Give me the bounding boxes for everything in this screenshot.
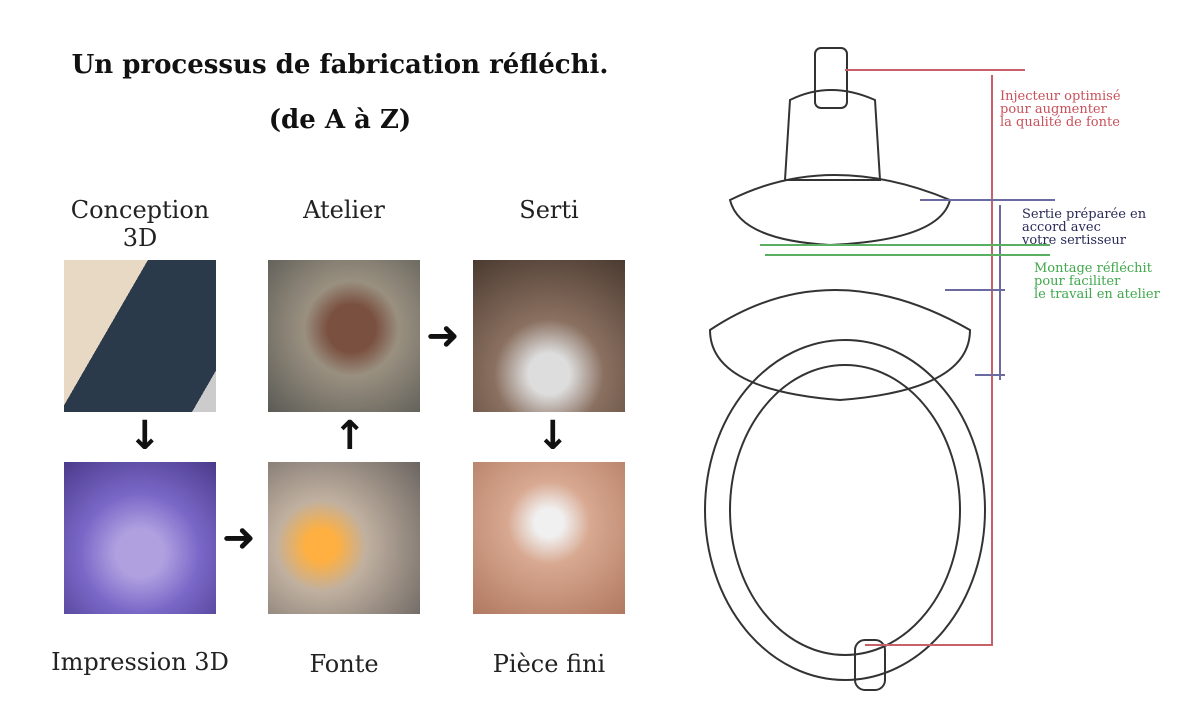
step-label-conception: Conception 3D: [70, 196, 210, 252]
step-label-atelier: Atelier: [303, 196, 385, 224]
photo-piece-fini: [473, 462, 625, 614]
ring-sketch: [704, 47, 1055, 691]
annotation-line: Sertie préparée en: [1022, 207, 1147, 222]
title-line-2: (de A à Z): [268, 105, 412, 135]
annotation-line: Injecteur optimisé: [1000, 89, 1121, 104]
arrow-down-icon: ↓: [536, 413, 570, 459]
annotation-line: accord avec: [1022, 220, 1101, 235]
arrow-right-icon: ➜: [222, 515, 256, 561]
arrow-right-icon: ➜: [426, 313, 460, 359]
annotation-line: la qualité de fonte: [1000, 115, 1120, 130]
photo-atelier: [268, 260, 420, 412]
step-label-impression: Impression 3D: [51, 648, 229, 676]
photo-serti: [473, 260, 625, 412]
annotation-line: votre sertisseur: [1022, 233, 1127, 248]
photo-fonte: [268, 462, 420, 614]
arrow-up-icon: ↑: [333, 413, 367, 459]
annotation-line: Montage réfléchit: [1034, 261, 1152, 276]
annotation-sertie: Sertie préparée en accord avec votre ser…: [1022, 208, 1146, 247]
photo-impression-3d: [64, 462, 216, 614]
annotation-injecteur: Injecteur optimisé pour augmenter la qua…: [1000, 90, 1121, 129]
title-line-1: Un processus de fabrication réfléchi.: [71, 50, 609, 80]
annotation-line: le travail en atelier: [1034, 287, 1160, 302]
step-label-piece: Pièce fini: [492, 650, 606, 678]
annotation-line: pour augmenter: [1000, 102, 1107, 117]
arrow-down-icon: ↓: [128, 413, 162, 459]
step-label-serti: Serti: [519, 196, 579, 224]
annotation-line: pour faciliter: [1034, 274, 1121, 289]
photo-conception-3d: [64, 260, 216, 412]
annotation-montage: Montage réfléchit pour faciliter le trav…: [1034, 262, 1160, 301]
step-label-fonte: Fonte: [309, 650, 379, 678]
